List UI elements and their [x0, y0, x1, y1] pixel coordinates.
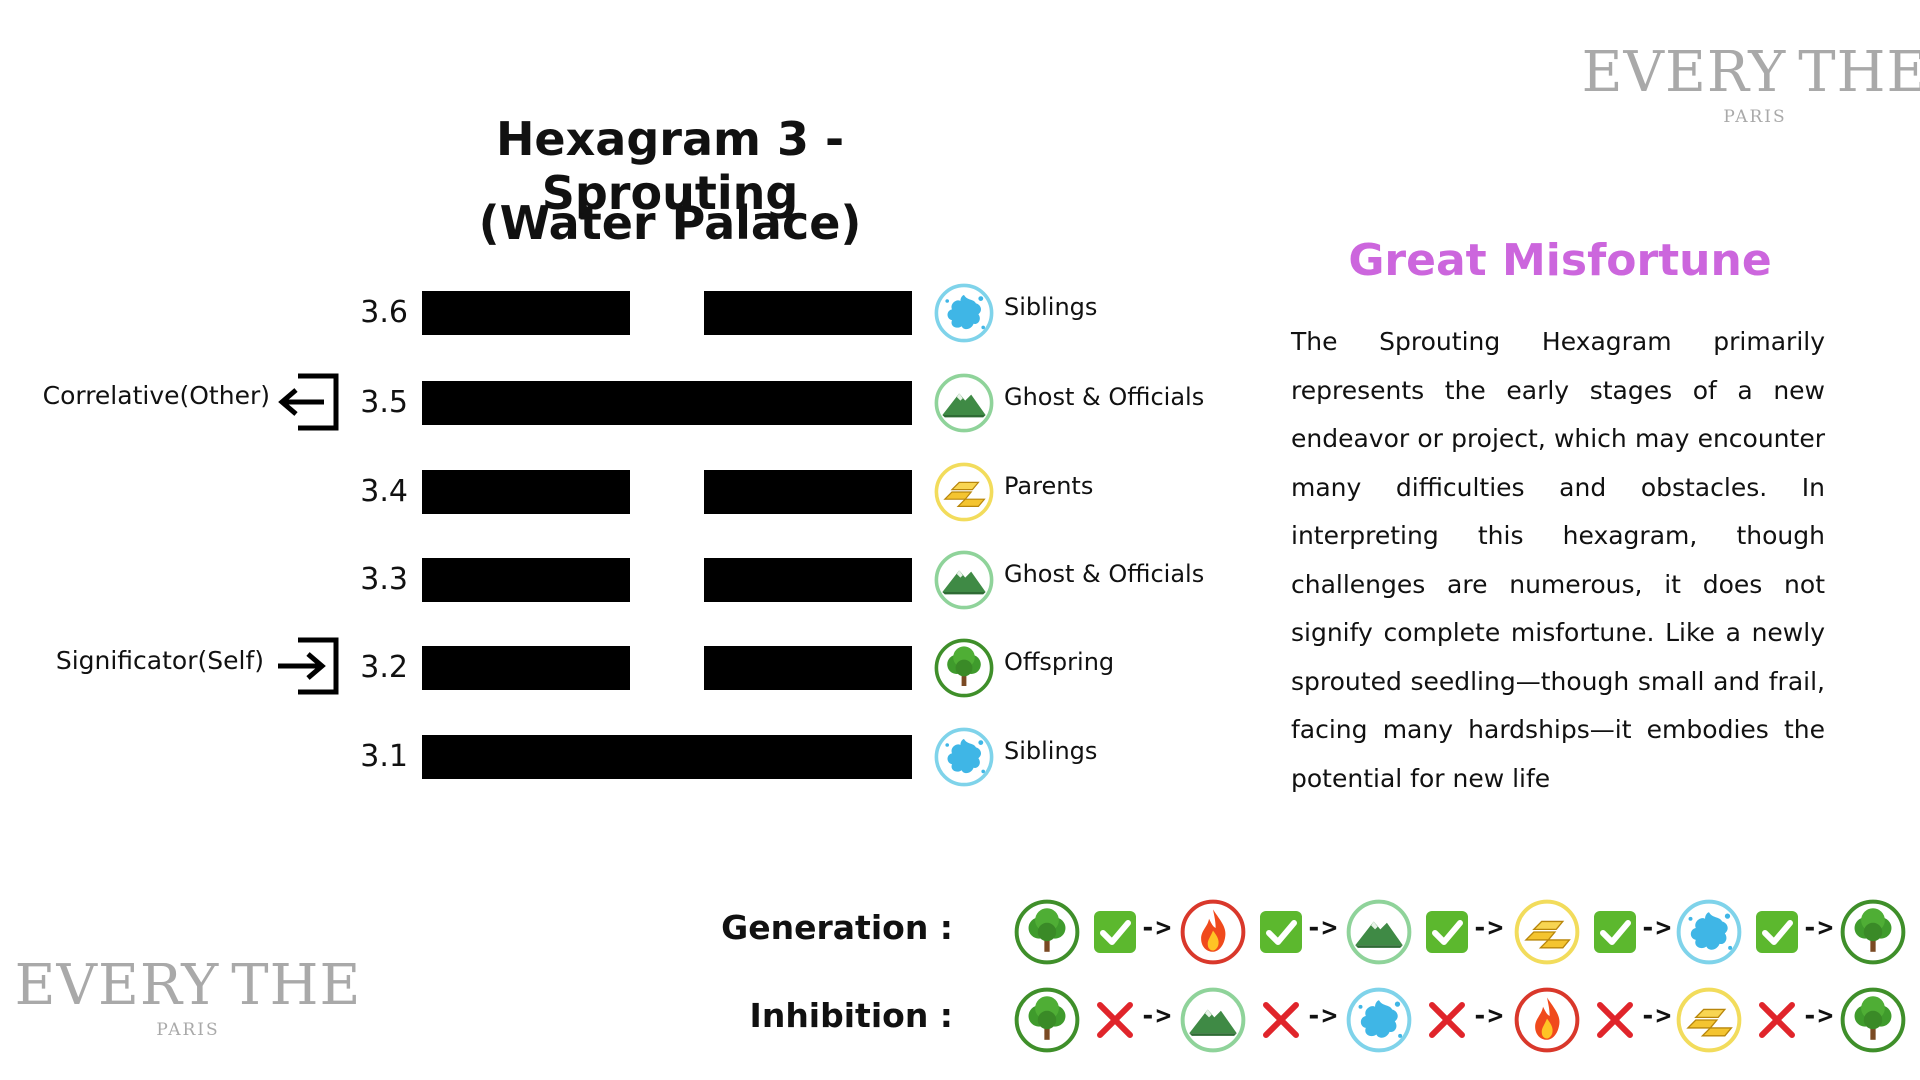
hexagram-palace: (Water Palace)	[478, 196, 862, 250]
arrow-separator: ->	[1802, 913, 1834, 943]
tree-icon	[1014, 899, 1080, 965]
yang-line	[422, 735, 912, 779]
cross-icon	[1094, 999, 1136, 1041]
brand-word-left: EVERY	[1581, 40, 1787, 105]
check-icon	[1426, 911, 1468, 953]
cross-icon	[1756, 999, 1798, 1041]
line-label: 3.3	[360, 562, 408, 597]
flame-icon	[1514, 987, 1580, 1053]
gold-bars-icon	[1514, 899, 1580, 965]
line-label: 3.4	[360, 474, 408, 509]
cross-icon	[1426, 999, 1468, 1041]
arrow-separator: ->	[1306, 1001, 1338, 1031]
check-icon	[1260, 911, 1302, 953]
arrow-separator: ->	[1640, 913, 1672, 943]
arrow-separator: ->	[1802, 1001, 1834, 1031]
check-icon	[1756, 911, 1798, 953]
inhibition-label: Inhibition :	[749, 996, 953, 1035]
arrow-separator: ->	[1640, 1001, 1672, 1031]
significator-label: Significator(Self)	[55, 646, 264, 675]
yin-line-segment	[704, 558, 912, 602]
cross-icon	[1594, 999, 1636, 1041]
arrow-separator: ->	[1306, 913, 1338, 943]
exit-arrow-icon	[278, 373, 339, 431]
yin-line-segment	[422, 646, 630, 690]
verdict-heading: Great Misfortune	[1348, 235, 1772, 286]
brand-sub: PARIS	[156, 1020, 220, 1040]
brand-word-left: EVERY	[14, 953, 220, 1018]
brand-logo-bottom: EVERY THE PARIS	[15, 958, 361, 1041]
arrow-separator: ->	[1472, 1001, 1504, 1031]
brand-word-right: THE	[1798, 40, 1920, 105]
arrow-separator: ->	[1140, 913, 1172, 943]
water-splash-icon	[1346, 987, 1412, 1053]
arrow-separator: ->	[1472, 913, 1504, 943]
yin-line-segment	[422, 558, 630, 602]
water-splash-icon	[934, 283, 994, 343]
hexagram-title: Hexagram 3 - Sprouting	[495, 112, 845, 220]
check-icon	[1594, 911, 1636, 953]
cross-icon	[1260, 999, 1302, 1041]
mountain-icon	[1180, 987, 1246, 1053]
brand-logo-top: EVERY THE PARIS	[1582, 45, 1920, 128]
check-icon	[1094, 911, 1136, 953]
arrow-separator: ->	[1140, 1001, 1172, 1031]
mountain-icon	[934, 373, 994, 433]
tree-icon	[1014, 987, 1080, 1053]
enter-arrow-icon	[278, 637, 339, 695]
relation-label: Siblings	[1004, 737, 1098, 765]
relation-label: Siblings	[1004, 293, 1098, 321]
brand-sub: PARIS	[1723, 107, 1787, 127]
yin-line-segment	[704, 291, 912, 335]
hexagram-description: The Sprouting Hexagram primarily represe…	[1291, 327, 1825, 793]
gold-bars-icon	[934, 462, 994, 522]
yang-line	[422, 381, 912, 425]
yin-line-segment	[704, 646, 912, 690]
line-label: 3.5	[360, 385, 408, 420]
mountain-icon	[1346, 899, 1412, 965]
relation-label: Parents	[1004, 472, 1094, 500]
generation-label: Generation :	[721, 908, 953, 947]
relation-label: Offspring	[1004, 648, 1115, 676]
relation-label: Ghost & Officials	[1004, 560, 1205, 588]
line-label: 3.6	[360, 295, 408, 330]
gold-bars-icon	[1676, 987, 1742, 1053]
correlative-label: Correlative(Other)	[42, 381, 270, 410]
flame-icon	[1180, 899, 1246, 965]
line-label: 3.1	[360, 739, 408, 774]
brand-word-right: THE	[231, 953, 362, 1018]
tree-icon	[1840, 899, 1906, 965]
yin-line-segment	[704, 470, 912, 514]
tree-icon	[934, 638, 994, 698]
water-splash-icon	[1676, 899, 1742, 965]
water-splash-icon	[934, 727, 994, 787]
yin-line-segment	[422, 470, 630, 514]
yin-line-segment	[422, 291, 630, 335]
relation-label: Ghost & Officials	[1004, 383, 1205, 411]
mountain-icon	[934, 550, 994, 610]
line-label: 3.2	[360, 650, 408, 685]
tree-icon	[1840, 987, 1906, 1053]
